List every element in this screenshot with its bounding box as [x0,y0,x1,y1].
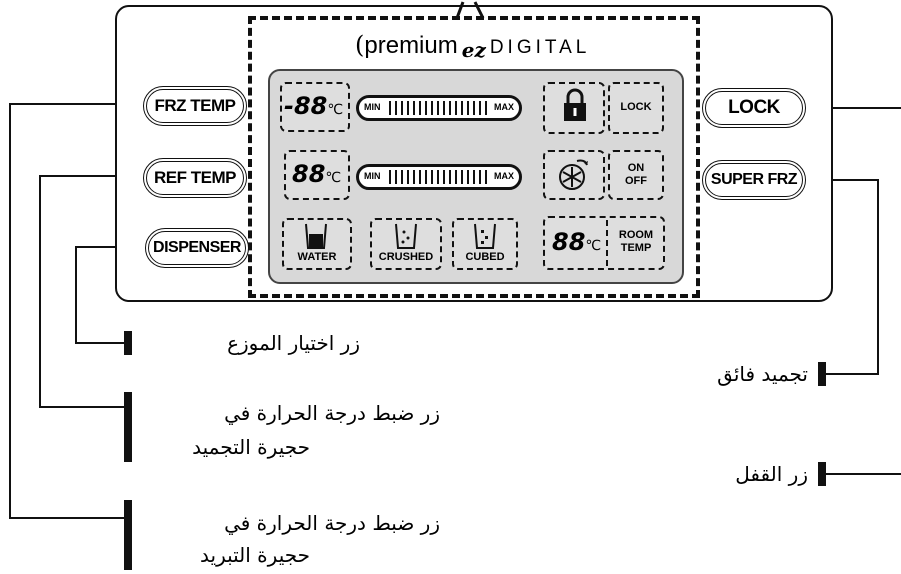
super-frz-leader [808,179,879,375]
ice-cube-icon [474,223,496,249]
room-temp-box [543,216,665,270]
crushed-label: CRUSHED [378,251,434,263]
on-off-indicator: ON OFF [608,162,664,188]
ref-callout-line1: زر ضبط درجة الحرارة في [224,511,440,535]
frz-callout-line2: حجيرة التجميد [192,435,310,459]
lock-indicator-label: LOCK [620,101,652,113]
frz-temp-unit: ℃ [327,102,344,118]
ref-bar-min-label: MIN [364,171,381,181]
lock-callout-marker [818,462,826,486]
water-label: WATER [297,251,337,263]
frz-callout-line1: زر ضبط درجة الحرارة في [224,401,440,425]
room-temp-unit: ℃ [585,238,602,254]
cubed-mode-box [452,218,518,270]
on-label: ON [627,162,645,174]
lock-label-box [608,82,664,134]
ref-temp-leader [39,175,140,408]
ref-temp-unit: ℃ [325,170,342,186]
brand-ez: ez [461,38,486,62]
temp-label: TEMP [620,242,652,254]
ref-temp-readout-box [284,150,350,200]
ref-bar-max-label: MAX [494,171,514,181]
frz-temp-readout: -88℃ [284,92,343,124]
super-frz-button[interactable]: SUPER FRZ [702,160,806,200]
dispenser-callout: زر اختيار الموزع [227,331,360,355]
frz-bar-min-label: MIN [364,102,381,112]
frz-temp-leader [9,103,140,519]
padlock-icon [564,88,586,121]
dispenser-leader [75,246,142,344]
ref-temp-button[interactable]: REF TEMP [143,158,247,198]
off-label: OFF [625,175,647,187]
lock-button[interactable]: LOCK [702,88,806,128]
frz-bar-ticks [389,101,489,115]
snowflake-icon [559,159,588,190]
brand-premium: premium [364,32,458,59]
on-off-label-box [608,150,664,200]
dispenser-callout-marker [124,331,132,355]
brand-logo-mark: ( [355,31,365,59]
frz-bar-max-label: MAX [494,102,514,112]
water-glass-icon [305,223,327,249]
cubed-label: CUBED [465,251,505,263]
crushed-mode-box [370,218,442,270]
brand-digital: DIGITAL [489,37,591,58]
room-temp-divider [606,220,608,266]
super-frz-callout: تجميد فائق [717,362,808,386]
lock-callout: زر القفل [735,462,808,486]
room-temp-label: ROOM TEMP [608,229,664,255]
ref-temp-level-bar: MIN MAX [356,164,522,190]
ref-callout-line2: حجيرة التبريد [200,543,310,567]
ref-temp-digits: 88 [292,160,326,188]
frz-callout-marker [124,392,132,462]
frz-temp-digits: -88 [284,92,328,120]
ref-bar-ticks [389,170,489,184]
frz-temp-readout-box [280,82,350,132]
ref-callout-marker [124,500,132,570]
room-label: ROOM [618,229,654,241]
room-temp-readout: 88℃ [552,228,601,260]
super-frz-callout-marker [818,362,826,386]
frz-temp-level-bar: MIN MAX [356,95,522,121]
room-temp-digits: 88 [552,228,586,256]
frz-temp-button[interactable]: FRZ TEMP [143,86,247,126]
display-dashed-frame [248,16,700,298]
dispenser-button[interactable]: DISPENSER [145,228,249,268]
ref-temp-readout: 88℃ [292,160,341,192]
crushed-ice-icon [395,223,417,249]
panel-notch [455,1,485,18]
